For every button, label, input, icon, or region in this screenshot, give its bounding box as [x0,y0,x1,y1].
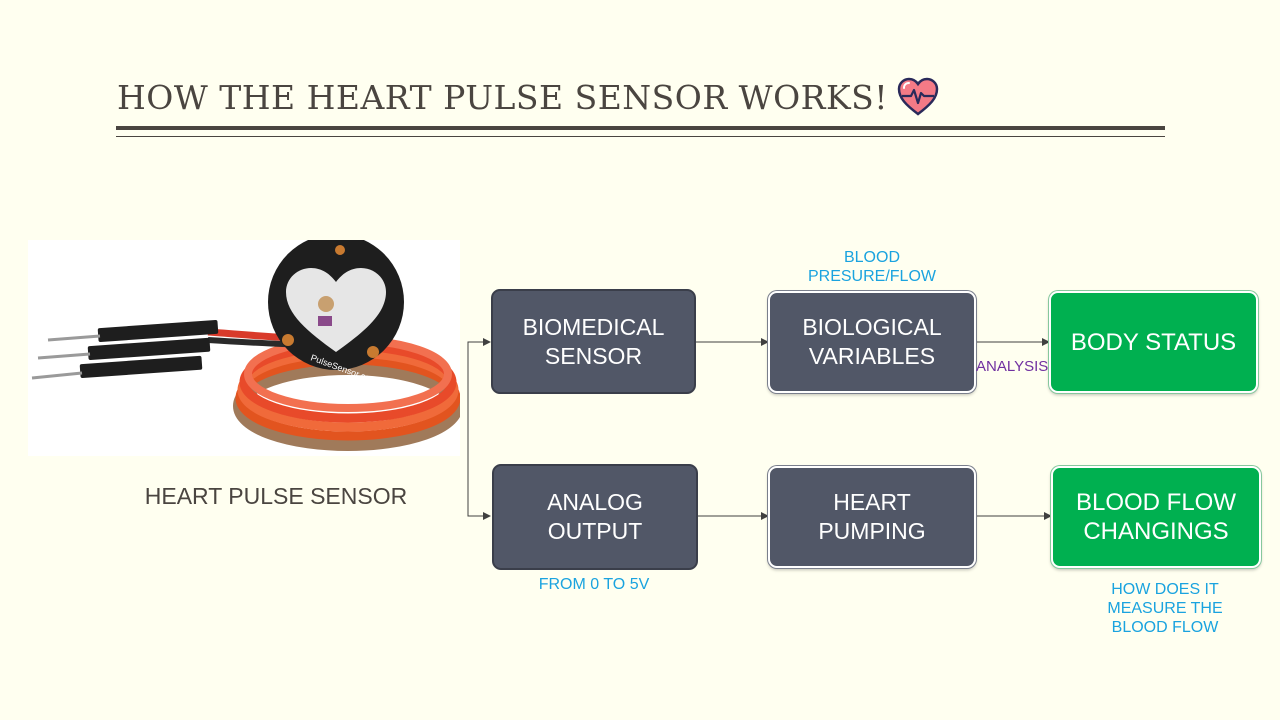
blood-flow-changings-box: BLOOD FLOW CHANGINGS [1051,466,1261,568]
branch-connector [467,341,490,517]
photo-caption: HEART PULSE SENSOR [144,483,408,509]
title-rule-thick [116,126,1165,130]
heart-pumping-box: HEART PUMPING [768,466,976,568]
biological-variables-box: BIOLOGICAL VARIABLES [768,291,976,393]
title-rule-thin [116,136,1165,137]
heart-pulse-icon [897,77,939,116]
voltage-range-note: FROM 0 TO 5V [538,576,650,593]
analysis-label: ANALYSIS [976,358,1049,375]
slide-title-text: HOW THE HEART PULSE SENSOR WORKS! [117,77,889,117]
analog-output-box: ANALOG OUTPUT [492,464,698,570]
slide-title: HOW THE HEART PULSE SENSOR WORKS! [117,74,940,120]
blood-pressure-flow-note: BLOOD PRESURE/FLOW [807,249,936,285]
pulse-sensor-photo: PulseSensor.com [28,234,463,456]
body-status-box: BODY STATUS [1049,291,1258,393]
how-measure-note: HOW DOES IT MEASURE THE BLOOD FLOW [1107,581,1223,636]
biomedical-sensor-box: BIOMEDICAL SENSOR [491,289,696,394]
